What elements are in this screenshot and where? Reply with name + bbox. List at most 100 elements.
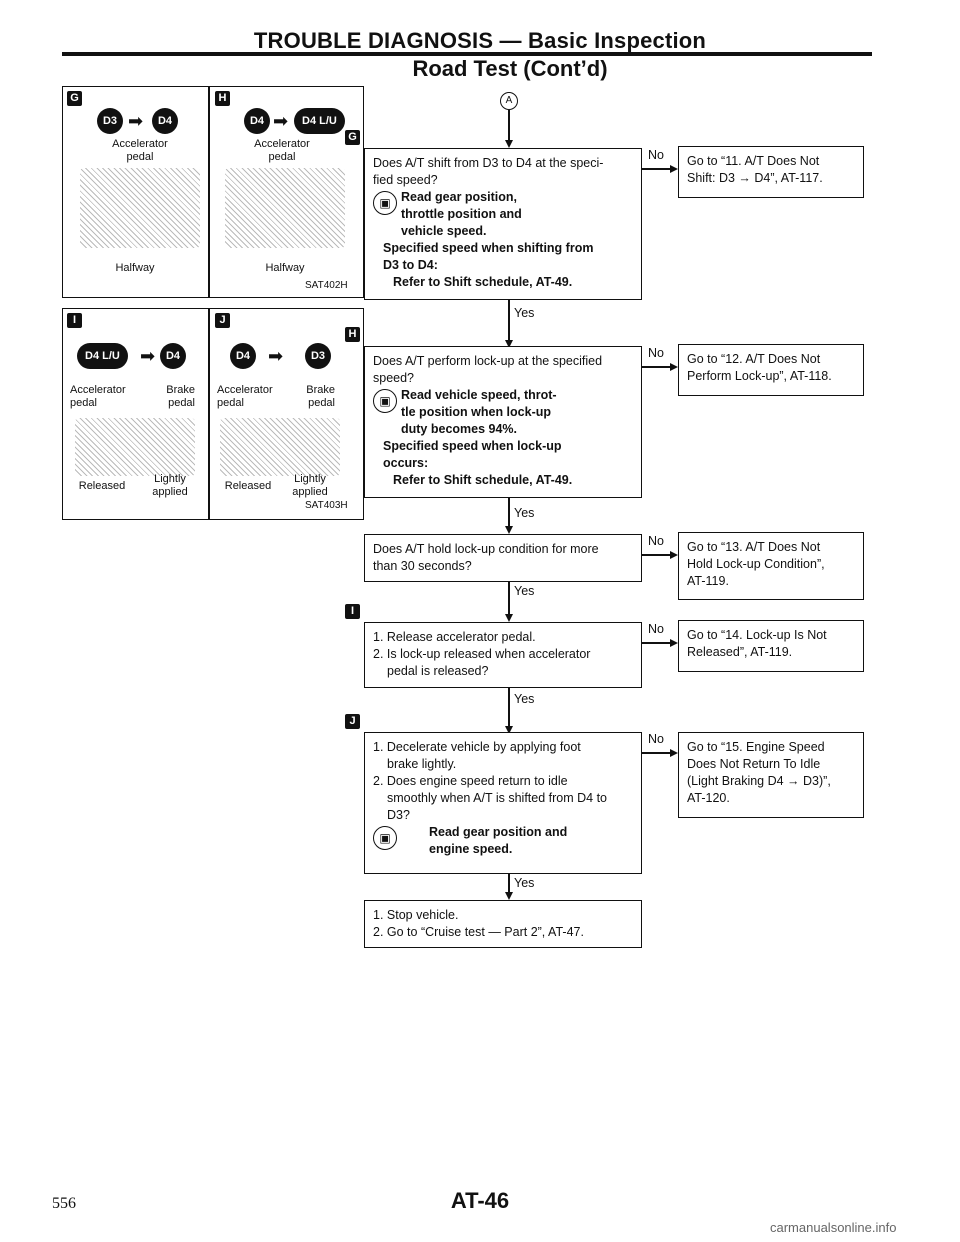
entry-connector: A: [500, 92, 518, 110]
step-text: tle position when lock-up: [401, 405, 551, 419]
no-label: No: [648, 534, 664, 548]
step-text: Read vehicle speed, throt-: [401, 388, 557, 402]
final-step-box: 1. Stop vehicle. 2. Go to “Cruise test —…: [364, 900, 642, 948]
gear-d4-icon: D4: [152, 108, 178, 134]
ref-text: (Light Braking D4 → D3)”,: [687, 774, 831, 788]
ref-text: Go to “14. Lock-up Is Not: [687, 628, 827, 642]
ref-text: Shift: D3 → D4”, AT-117.: [687, 171, 823, 185]
accelerator-pedal-illustration: [225, 168, 345, 248]
step-h-ref: Go to “12. A/T Does Not Perform Lock-up”…: [678, 344, 864, 396]
lightly-applied-label: Lightly applied: [152, 473, 188, 498]
step-i-letter: I: [345, 604, 360, 619]
no-label: No: [648, 732, 664, 746]
figure-h-letter: H: [215, 91, 230, 106]
ref-text: Does Not Return To Idle: [687, 757, 821, 771]
page-code: AT-46: [450, 1188, 510, 1213]
step-text: 2. Is lock-up released when accelerator: [373, 647, 591, 661]
flow-line: [508, 688, 510, 730]
halfway-label: Halfway: [115, 262, 155, 274]
figure-code: SAT403H: [305, 500, 348, 511]
step-text: duty becomes 94%.: [401, 422, 518, 436]
flow-line: [508, 300, 510, 344]
flow-arrow-down: [505, 526, 513, 534]
gear-d4-lu-icon: D4 L/U: [77, 343, 128, 369]
step-text: throttle position and: [401, 207, 522, 221]
pedals-illustration: [75, 418, 195, 476]
arrow-right-icon: ➡: [268, 346, 284, 366]
step-text: smoothly when A/T is shifted from D4 to: [387, 791, 608, 805]
flow-arrow-right: [670, 639, 678, 647]
accelerator-label: Accelerator pedal: [254, 138, 310, 163]
figure-code: SAT402H: [305, 280, 348, 291]
pedals-illustration: [220, 418, 340, 476]
step-text: engine speed.: [429, 842, 513, 856]
header-rule: [62, 52, 872, 56]
step-text: Read gear position,: [401, 190, 517, 204]
flow-arrow-right: [670, 749, 678, 757]
yes-label: Yes: [514, 584, 535, 598]
page-number: 556: [52, 1195, 76, 1212]
gear-d4-icon: D4: [160, 343, 186, 369]
page-subtitle: Road Test (Cont’d): [412, 56, 608, 81]
step-text: 2. Go to “Cruise test — Part 2”, AT-47.: [373, 925, 584, 939]
step-text: 1. Stop vehicle.: [373, 908, 459, 922]
step-text: fied speed?: [373, 173, 438, 187]
step-text: 1. Release accelerator pedal.: [373, 630, 536, 644]
step-text: 2. Does engine speed return to idle: [373, 774, 568, 788]
ref-text: AT-119.: [687, 574, 729, 588]
yes-label: Yes: [514, 692, 535, 706]
step-i-box: 1. Release accelerator pedal. 2. Is lock…: [364, 622, 642, 688]
consult-tool-icon: ▣: [373, 191, 397, 215]
ref-text: Hold Lock-up Condition”,: [687, 557, 825, 571]
gear-d4-icon: D4: [230, 343, 256, 369]
watermark: carmanualsonline.info: [770, 1220, 897, 1235]
step-j-ref: Go to “15. Engine Speed Does Not Return …: [678, 732, 864, 818]
consult-tool-icon: ▣: [373, 826, 397, 850]
accelerator-label: Accelerator pedal: [217, 384, 273, 409]
flow-line: [508, 110, 510, 142]
figure-j-letter: J: [215, 313, 230, 328]
step-text: vehicle speed.: [401, 224, 487, 238]
lightly-applied-label: Lightly applied: [292, 473, 328, 498]
ref-text: Go to “13. A/T Does Not: [687, 540, 821, 554]
step-hold-box: Does A/T hold lock-up condition for more…: [364, 534, 642, 582]
step-text: than 30 seconds?: [373, 559, 472, 573]
step-g-letter: G: [345, 130, 360, 145]
figure-g-letter: G: [67, 91, 82, 106]
ref-text: Perform Lock-up”, AT-118.: [687, 369, 832, 383]
yes-label: Yes: [514, 306, 535, 320]
step-h-box: Does A/T perform lock-up at the specifie…: [364, 346, 642, 498]
gear-d3-icon: D3: [305, 343, 331, 369]
released-label: Released: [224, 480, 272, 492]
step-j-box: 1. Decelerate vehicle by applying foot b…: [364, 732, 642, 874]
flow-arrow-right: [670, 165, 678, 173]
step-h-letter: H: [345, 327, 360, 342]
step-text: Does A/T perform lock-up at the specifie…: [373, 354, 603, 368]
step-g-ref: Go to “11. A/T Does Not Shift: D3 → D4”,…: [678, 146, 864, 198]
flow-arrow-down: [505, 892, 513, 900]
step-text: Refer to Shift schedule, AT-49.: [393, 473, 573, 487]
no-label: No: [648, 622, 664, 636]
flow-arrow-down: [505, 614, 513, 622]
flow-line: [642, 642, 672, 644]
gear-d4-lu-icon: D4 L/U: [294, 108, 345, 134]
step-i-ref: Go to “14. Lock-up Is Not Released”, AT-…: [678, 620, 864, 672]
flow-line: [508, 582, 510, 618]
flow-line: [642, 554, 672, 556]
flow-line: [642, 366, 672, 368]
step-text: Specified speed when shifting from: [383, 241, 594, 255]
flow-line: [642, 752, 672, 754]
step-text: pedal is released?: [387, 664, 489, 678]
flow-line: [508, 874, 510, 896]
flow-arrow-down: [505, 726, 513, 734]
released-label: Released: [78, 480, 126, 492]
consult-tool-icon: ▣: [373, 389, 397, 413]
brake-label: Brake pedal: [166, 384, 195, 409]
flow-line: [508, 498, 510, 530]
no-label: No: [648, 148, 664, 162]
step-text: D3 to D4:: [383, 258, 438, 272]
flow-line: [642, 168, 672, 170]
arrow-right-icon: ➡: [128, 111, 144, 131]
yes-label: Yes: [514, 506, 535, 520]
accelerator-label: Accelerator pedal: [70, 384, 126, 409]
